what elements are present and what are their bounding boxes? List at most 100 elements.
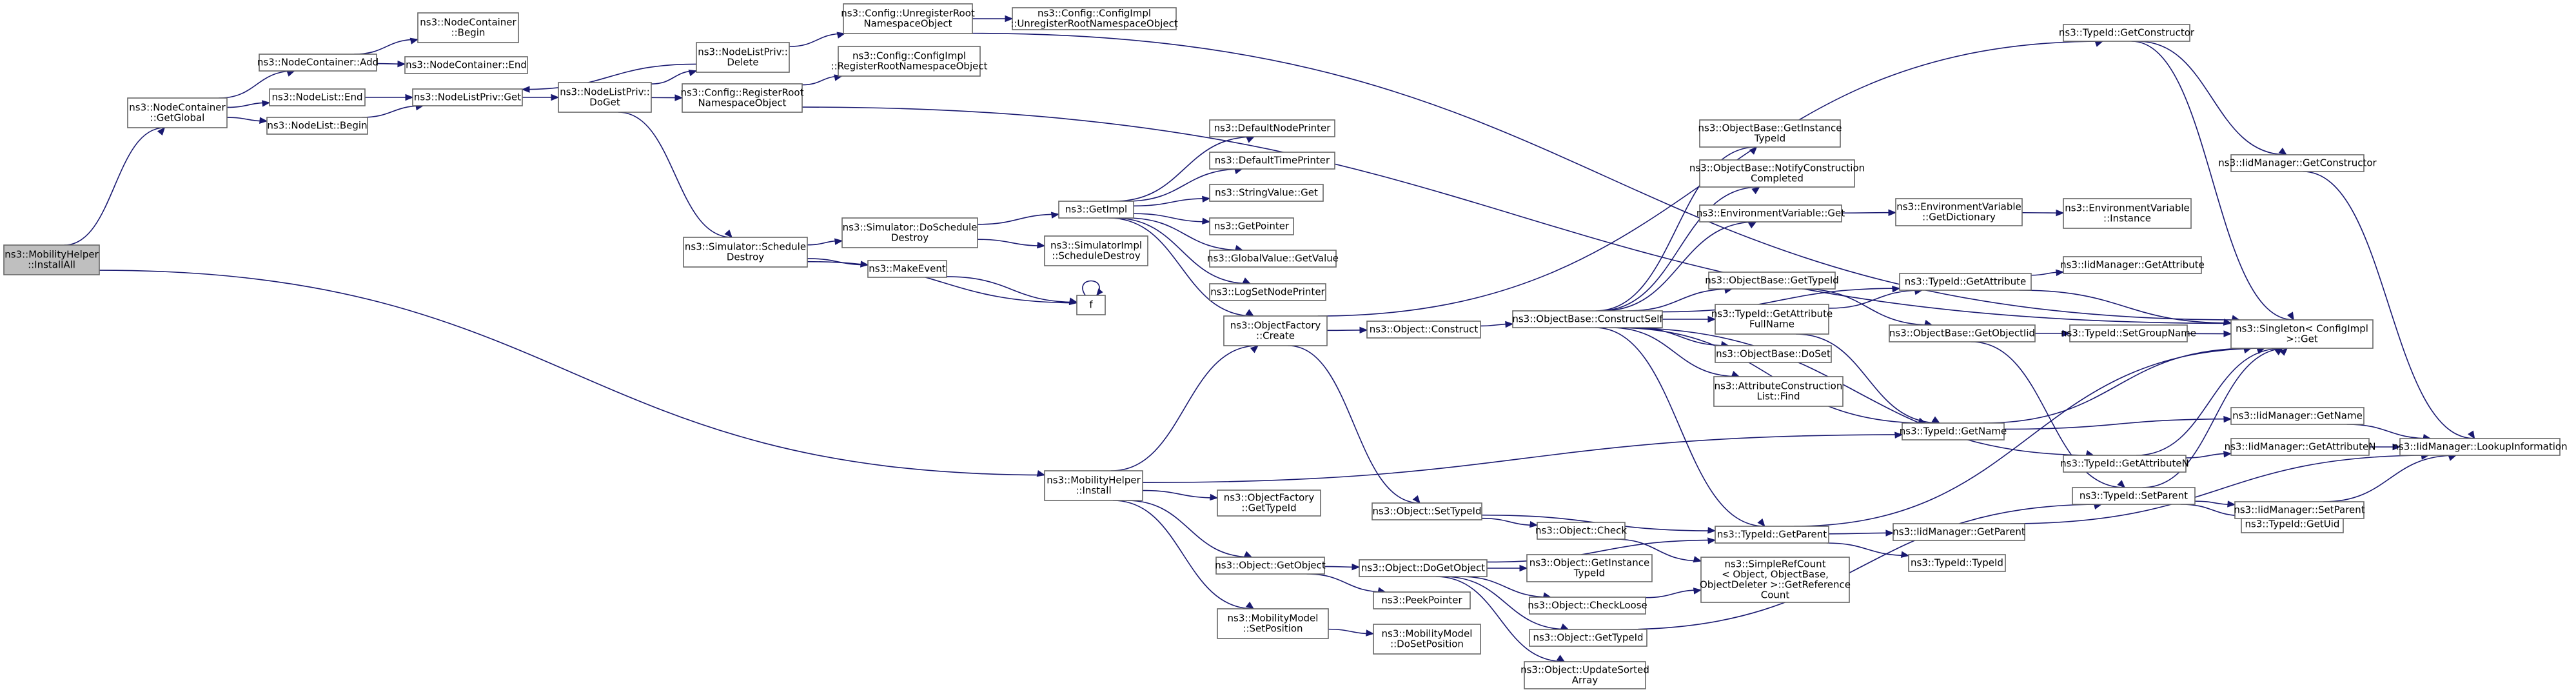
function-node-n5[interactable]: ns3::NodeList::End bbox=[269, 88, 366, 106]
function-node-n48[interactable]: ns3::TypeId::GetAttributeN bbox=[2060, 455, 2189, 473]
function-node-n30[interactable]: ns3::ObjectBase::NotifyConstructionCompl… bbox=[1689, 159, 1865, 188]
function-node-n32[interactable]: ns3::EnvironmentVariable::GetDictionary bbox=[1895, 198, 2023, 226]
function-node-n36[interactable]: ns3::ObjectBase::DoSet bbox=[1715, 345, 1832, 363]
function-node-n27[interactable]: ns3::Object::Construct bbox=[1366, 321, 1481, 339]
call-edge-n26-n27 bbox=[1326, 326, 1368, 334]
function-node-n43[interactable]: ns3::IidManager::GetConstructor bbox=[2218, 154, 2377, 172]
function-node-n53[interactable]: ns3::MobilityHelper::Install bbox=[1044, 470, 1143, 501]
function-node-n28[interactable]: ns3::ObjectBase::ConstructSelf bbox=[1512, 310, 1663, 328]
function-node-n61[interactable]: ns3::PeekPointer bbox=[1373, 591, 1471, 609]
function-node-n7[interactable]: ns3::NodeListPriv::Get bbox=[412, 88, 523, 106]
function-node-label: ns3::Object::CheckLoose bbox=[1528, 599, 1647, 611]
call-edge-n9-n8 bbox=[651, 70, 698, 84]
function-node-n58[interactable]: ns3::Object::SetTypeId bbox=[1372, 502, 1482, 520]
function-node-n45[interactable]: ns3::TypeId::GetName bbox=[1900, 422, 2007, 440]
function-node-label: ns3::TypeId::GetAttributeN bbox=[2060, 457, 2189, 469]
call-edge-n45-n46 bbox=[2003, 415, 2232, 430]
function-node-n18[interactable]: ns3::GetImpl bbox=[1058, 201, 1134, 219]
function-node-label: ns3::Config::ConfigImpl bbox=[852, 50, 966, 61]
function-node-label: ns3::Config::ConfigImpl bbox=[1037, 7, 1151, 19]
function-node-label: ns3::MobilityHelper bbox=[5, 248, 99, 260]
function-node-label: ns3::ObjectBase::NotifyConstruction bbox=[1689, 162, 1865, 173]
function-node-n66[interactable]: ns3::SimpleRefCount< Object, ObjectBase,… bbox=[1700, 557, 1851, 603]
function-node-n23[interactable]: ns3::GetPointer bbox=[1209, 217, 1294, 235]
function-node-n26[interactable]: ns3::ObjectFactory::Create bbox=[1223, 315, 1328, 346]
function-node-n33[interactable]: ns3::EnvironmentVariable::Instance bbox=[2063, 198, 2192, 229]
function-node-label: ::Instance bbox=[2103, 212, 2151, 224]
call-edge-n63-n66 bbox=[1645, 588, 1702, 598]
function-node-n4[interactable]: ns3::NodeContainer::End bbox=[404, 56, 528, 74]
function-node-n2[interactable]: ns3::NodeContainer::Begin bbox=[417, 12, 519, 43]
function-node-n9[interactable]: ns3::NodeListPriv::DoGet bbox=[558, 82, 652, 113]
function-node-n3[interactable]: ns3::NodeContainer::Add bbox=[257, 54, 379, 72]
function-node-n8[interactable]: ns3::NodeListPriv::Delete bbox=[696, 42, 790, 73]
function-node-n12[interactable]: ns3::Config::RegisterRootNamespaceObject bbox=[681, 83, 804, 113]
function-node-n0[interactable]: ns3::MobilityHelper::InstallAll bbox=[3, 244, 100, 275]
function-node-n22[interactable]: ns3::StringValue::Get bbox=[1209, 184, 1324, 202]
function-node-label: ns3::DefaultTimePrinter bbox=[1215, 154, 1330, 166]
call-edge-n67-n68 bbox=[1828, 529, 1894, 537]
function-node-n63[interactable]: ns3::Object::CheckLoose bbox=[1528, 597, 1647, 615]
function-node-n68[interactable]: ns3::IidManager::GetParent bbox=[1893, 523, 2025, 541]
function-node-label: >::Get bbox=[2286, 333, 2318, 344]
function-node-label: ns3::Simulator::Schedule bbox=[685, 241, 806, 252]
function-node-n44[interactable]: ns3::Singleton< ConfigImpl >::Get bbox=[2230, 319, 2374, 349]
function-node-n56[interactable]: ns3::MobilityModel::SetPosition bbox=[1217, 608, 1329, 639]
function-node-n11[interactable]: ns3::Config::ConfigImpl::UnregisterRootN… bbox=[1010, 7, 1178, 30]
function-node-n19[interactable]: ns3::SimulatorImpl::ScheduleDestroy bbox=[1044, 235, 1148, 266]
call-edge-n8-n7 bbox=[521, 63, 697, 93]
function-node-n24[interactable]: ns3::GlobalValue::GetValue bbox=[1207, 250, 1339, 268]
call-edge-n60-n62 bbox=[1487, 564, 1528, 572]
function-node-n50[interactable]: ns3::TypeId::SetParent bbox=[2072, 487, 2196, 505]
function-node-label: ns3::NodeContainer::End bbox=[406, 59, 527, 70]
function-node-n34[interactable]: ns3::ObjectBase::GetTypeId bbox=[1705, 272, 1839, 290]
function-node-n25[interactable]: ns3::LogSetNodePrinter bbox=[1209, 283, 1326, 301]
function-node-label: ns3::NodeList::End bbox=[272, 91, 363, 103]
function-node-n57[interactable]: ns3::MobilityModel::DoSetPosition bbox=[1373, 624, 1481, 655]
function-node-n46[interactable]: ns3::IidManager::GetName bbox=[2230, 407, 2365, 425]
function-node-n41[interactable]: ns3::TypeId::SetGroupName bbox=[2061, 324, 2196, 342]
function-node-n6[interactable]: ns3::NodeList::Begin bbox=[266, 117, 368, 135]
function-node-n69[interactable]: ns3::TypeId::TypeId bbox=[1908, 554, 2006, 572]
function-node-n42[interactable]: ns3::TypeId::GetConstructor bbox=[2059, 24, 2195, 42]
function-node-n14[interactable]: ns3::Simulator::ScheduleDestroy bbox=[683, 237, 808, 268]
function-node-n31[interactable]: ns3::EnvironmentVariable::Get bbox=[1696, 204, 1845, 222]
function-node-n17[interactable]: f bbox=[1076, 295, 1106, 315]
function-node-n16[interactable]: ns3::MakeEvent bbox=[867, 260, 947, 278]
function-node-n1[interactable]: ns3::NodeContainer::GetGlobal bbox=[127, 97, 228, 128]
function-node-n64[interactable]: ns3::Object::GetTypeId bbox=[1529, 629, 1647, 647]
function-node-label: Delete bbox=[727, 56, 758, 68]
function-node-label: Completed bbox=[1751, 172, 1804, 184]
function-node-n55[interactable]: ns3::Object::GetObject bbox=[1215, 557, 1326, 575]
function-node-n60[interactable]: ns3::Object::DoGetObject bbox=[1359, 559, 1488, 577]
function-node-n21[interactable]: ns3::DefaultTimePrinter bbox=[1209, 152, 1335, 170]
call-edge-n31-n32 bbox=[1841, 209, 1897, 216]
function-node-n47[interactable]: ns3::IidManager::LookupInformation bbox=[2392, 438, 2568, 456]
function-node-label: ::InstallAll bbox=[28, 259, 75, 270]
function-node-n20[interactable]: ns3::DefaultNodePrinter bbox=[1209, 119, 1335, 137]
call-edge-n64-n50 bbox=[1620, 502, 2103, 630]
function-node-label: ns3::EnvironmentVariable::Get bbox=[1696, 207, 1845, 219]
function-node-n13[interactable]: ns3::Config::ConfigImpl::RegisterRootNam… bbox=[831, 46, 988, 77]
function-node-n59[interactable]: ns3::Object::Check bbox=[1535, 522, 1627, 540]
function-node-n38[interactable]: ns3::TypeId::GetAttribute bbox=[1899, 273, 2032, 291]
function-node-label: ns3::Object::GetInstance bbox=[1529, 557, 1649, 568]
function-node-label: ::UnregisterRootNamespaceObject bbox=[1010, 17, 1178, 29]
function-node-n39[interactable]: ns3::IidManager::GetAttribute bbox=[2060, 256, 2205, 274]
call-edge-n60-n64 bbox=[1442, 576, 1569, 630]
function-node-label: ns3::NodeListPriv:: bbox=[560, 86, 650, 97]
call-edge-n67-n69 bbox=[1826, 542, 1910, 558]
function-node-n52[interactable]: ns3::IidManager::SetParent bbox=[2234, 501, 2365, 519]
function-node-n40[interactable]: ns3::ObjectBase::GetObjectIid bbox=[1889, 324, 2036, 342]
function-node-n49[interactable]: ns3::IidManager::GetAttributeN bbox=[2225, 438, 2376, 456]
function-node-n67[interactable]: ns3::TypeId::GetParent bbox=[1715, 526, 1829, 544]
function-node-n54[interactable]: ns3::ObjectFactory::GetTypeId bbox=[1217, 489, 1321, 517]
function-node-n10[interactable]: ns3::Config::UnregisterRootNamespaceObje… bbox=[841, 3, 975, 34]
